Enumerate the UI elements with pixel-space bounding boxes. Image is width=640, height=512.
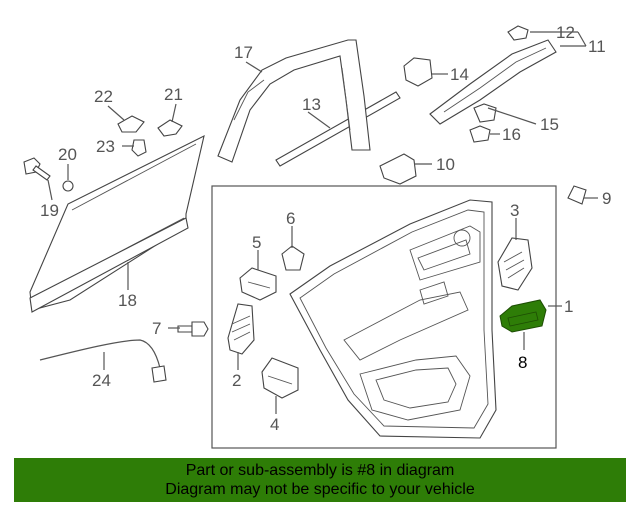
part-7-bolt bbox=[177, 321, 209, 337]
part-5-shape bbox=[239, 267, 277, 301]
callout-11: 11 bbox=[588, 37, 606, 56]
part-20-washer bbox=[62, 180, 74, 192]
callout-5: 5 bbox=[252, 233, 261, 252]
callout-9: 9 bbox=[602, 189, 611, 208]
callout-24: 24 bbox=[92, 371, 111, 390]
callout-8: 8 bbox=[518, 353, 527, 372]
callout-3: 3 bbox=[510, 201, 519, 220]
callout-22: 22 bbox=[94, 87, 113, 106]
callout-14: 14 bbox=[450, 65, 469, 84]
callout-labels: 1 2 3 4 5 6 7 8 9 10 11 12 13 14 15 16 1… bbox=[40, 23, 611, 434]
part-19-bolt bbox=[23, 157, 51, 181]
callout-18: 18 bbox=[118, 291, 137, 310]
part-10-shape bbox=[379, 153, 417, 185]
part-15-shape bbox=[469, 103, 497, 143]
part-2-shape bbox=[227, 303, 255, 355]
part-9-shape bbox=[567, 185, 587, 205]
part-21-clip bbox=[157, 119, 183, 137]
callout-16: 16 bbox=[502, 125, 521, 144]
part-22-clip bbox=[117, 115, 145, 133]
leader-lines bbox=[47, 31, 598, 414]
door-panel-frame bbox=[211, 185, 557, 449]
part-23-clip bbox=[131, 139, 147, 157]
callout-15: 15 bbox=[540, 115, 559, 134]
callout-12: 12 bbox=[556, 23, 575, 42]
banner-line-1: Part or sub-assembly is #8 in diagram bbox=[185, 462, 455, 479]
part-24-cable bbox=[39, 339, 167, 383]
callout-2: 2 bbox=[232, 371, 241, 390]
part-11-trim bbox=[429, 25, 557, 125]
callout-20: 20 bbox=[58, 145, 77, 164]
banner-line-2: Diagram may not be specific to your vehi… bbox=[165, 481, 475, 498]
part-13-strip bbox=[275, 91, 401, 167]
callout-21: 21 bbox=[164, 85, 183, 104]
callout-7: 7 bbox=[152, 319, 161, 338]
part-6-shape bbox=[281, 245, 305, 271]
door-trim-panel bbox=[289, 199, 497, 439]
part-4-shape bbox=[261, 357, 299, 399]
part-14-shape bbox=[403, 57, 433, 87]
callout-10: 10 bbox=[436, 155, 455, 174]
callout-19: 19 bbox=[40, 201, 59, 220]
part-17-frame bbox=[217, 39, 371, 163]
info-banner: Part or sub-assembly is #8 in diagram Di… bbox=[14, 458, 626, 502]
callout-4: 4 bbox=[270, 415, 279, 434]
callout-6: 6 bbox=[286, 209, 295, 228]
part-18-sunshade bbox=[29, 134, 205, 313]
callout-23: 23 bbox=[96, 137, 115, 156]
callout-1: 1 bbox=[564, 297, 573, 316]
callout-17: 17 bbox=[234, 43, 253, 62]
window-switch-part-8 bbox=[499, 299, 547, 333]
part-3-shape bbox=[497, 237, 533, 291]
callout-13: 13 bbox=[302, 95, 321, 114]
parts-diagram: 1 2 3 4 5 6 7 8 9 10 11 12 13 14 15 16 1… bbox=[23, 23, 611, 449]
